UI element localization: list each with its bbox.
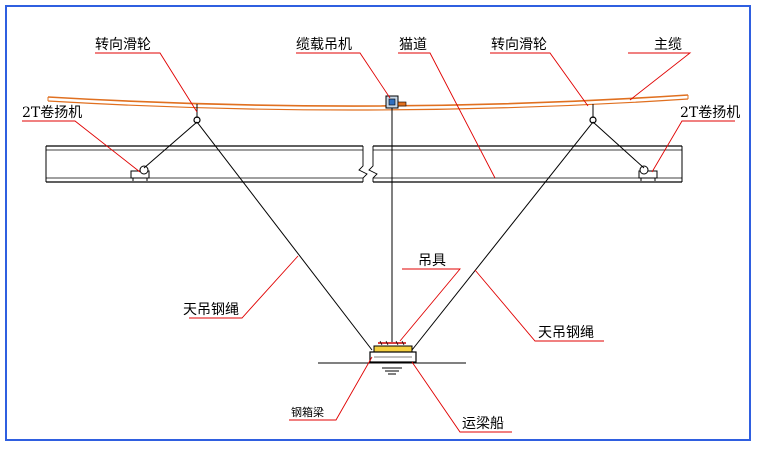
water-line [318, 362, 466, 375]
pulley-left [193, 104, 201, 124]
steel-box-girder [373, 345, 413, 353]
label-steel-box-girder: 钢箱梁 [291, 405, 324, 419]
winch-rope-left [143, 121, 198, 169]
catwalk-beam [45, 145, 683, 183]
main-cable [47, 94, 689, 111]
label-pulley-right: 转向滑轮 [491, 36, 547, 53]
transport-barge [369, 351, 417, 363]
winch-rope-right [592, 121, 645, 169]
pulley-right [589, 104, 597, 124]
sky-rope-left [196, 121, 373, 351]
label-winch-right: 2T卷扬机 [680, 105, 740, 121]
label-winch-left: 2T卷扬机 [22, 105, 82, 121]
label-main-cable: 主缆 [654, 37, 682, 53]
label-spreader: 吊具 [418, 253, 446, 269]
spreader [378, 340, 406, 346]
sky-rope-right [411, 121, 594, 351]
label-transport-barge: 运梁船 [462, 416, 504, 432]
winch-left [130, 165, 150, 181]
winch-right [638, 165, 658, 181]
cable-crane-unit [385, 95, 407, 114]
drawing-frame [5, 5, 751, 441]
label-pulley-left: 转向滑轮 [95, 36, 151, 53]
label-catwalk: 猫道 [399, 37, 427, 53]
leader-lines [22, 52, 735, 433]
label-cable-crane: 缆载吊机 [296, 37, 352, 53]
label-rope-right: 天吊钢绳 [538, 325, 594, 341]
label-rope-left: 天吊钢绳 [183, 302, 239, 318]
